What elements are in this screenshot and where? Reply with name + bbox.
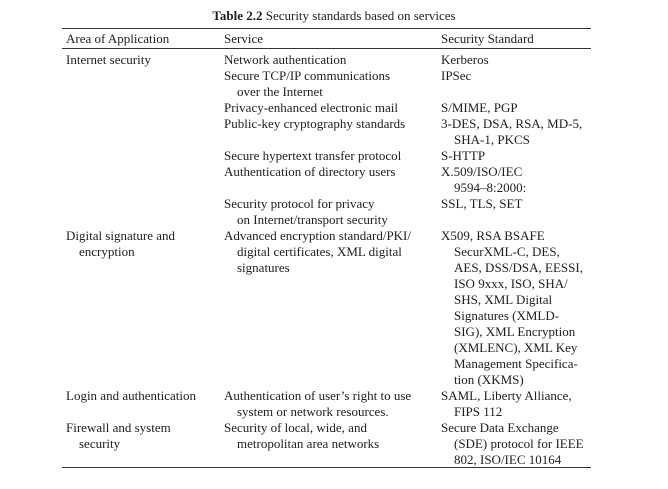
standard-cell-line: Kerberos <box>441 52 489 67</box>
table-number: Table 2.2 <box>212 8 263 23</box>
area-cell-line: Digital signature and <box>66 228 176 243</box>
standard-cell-line: (XMLENC), XML Key <box>454 340 578 355</box>
standard-cell-line: (SDE) protocol for IEEE <box>454 436 584 451</box>
service-cell-line: Authentication of user’s right to use <box>224 388 412 403</box>
standard-cell-line: Secure Data Exchange <box>441 420 559 435</box>
standard-cell-line: SAML, Liberty Alliance, <box>441 388 572 403</box>
standard-cell-line: 802, ISO/IEC 10164 <box>454 452 562 467</box>
service-cell-line: Network authentication <box>224 52 347 67</box>
standard-cell-line: 3-DES, DSA, RSA, MD-5, <box>441 116 583 131</box>
standard-cell-line: SHA-1, PKCS <box>454 132 530 147</box>
standard-cell-line: SHS, XML Digital <box>454 292 553 307</box>
service-cell-line: Secure TCP/IP communications <box>224 68 391 83</box>
standard-cell-line: SSL, TLS, SET <box>441 196 523 211</box>
service-cell-line: digital certificates, XML digital <box>237 244 402 259</box>
service-cell-line: Public-key cryptography standards <box>224 116 406 131</box>
area-cell-line: encryption <box>79 244 135 259</box>
standard-cell-line: S/MIME, PGP <box>441 100 518 115</box>
service-cell-line: Advanced encryption standard/PKI/ <box>224 228 412 243</box>
area-cell-line: Internet security <box>66 52 151 67</box>
table-top-rule <box>62 28 591 29</box>
standard-cell-line: S-HTTP <box>441 148 486 163</box>
standard-cell-line: SecurXML-C, DES, <box>454 244 560 259</box>
service-cell-line: Secure hypertext transfer protocol <box>224 148 402 163</box>
service-cell-line: signatures <box>237 260 290 275</box>
header-area-of-application: Area of Application <box>66 31 170 46</box>
area-cell-line: Firewall and system <box>66 420 171 435</box>
service-cell-line: Security protocol for privacy <box>224 196 375 211</box>
header-security-standard: Security Standard <box>441 31 534 46</box>
standard-cell-line: IPSec <box>441 68 472 83</box>
standard-cell-line: ISO 9xxx, ISO, SHA/ <box>454 276 568 291</box>
standard-cell-line: tion (XKMS) <box>454 372 524 387</box>
standard-cell-line: Management Specifica- <box>454 356 578 371</box>
service-cell-line: system or network resources. <box>237 404 389 419</box>
area-cell-line: Login and authentication <box>66 388 196 403</box>
service-cell-line: Authentication of directory users <box>224 164 396 179</box>
service-cell-line: Security of local, wide, and <box>224 420 367 435</box>
standard-cell-line: X.509/ISO/IEC <box>441 164 523 179</box>
standard-cell-line: X509, RSA BSAFE <box>441 228 545 243</box>
area-cell-line: security <box>79 436 121 451</box>
table-bottom-rule <box>62 467 591 468</box>
standard-cell-line: Signatures (XMLD- <box>454 308 560 323</box>
service-cell-line: metropolitan area networks <box>237 436 380 451</box>
standard-cell-line: FIPS 112 <box>454 404 503 419</box>
table-title: Security standards based on services <box>265 8 456 23</box>
service-cell-line: Privacy-enhanced electronic mail <box>224 100 398 115</box>
header-service: Service <box>224 31 263 46</box>
header-rule <box>62 48 591 49</box>
service-cell-line: on Internet/transport security <box>237 212 388 227</box>
service-cell-line: over the Internet <box>237 84 323 99</box>
standard-cell-line: 9594–8:2000: <box>454 180 527 195</box>
table-caption: Table 2.2 Security standards based on se… <box>0 7 668 25</box>
standard-cell-line: SIG), XML Encryption <box>454 324 576 339</box>
standard-cell-line: AES, DSS/DSA, EESSI, <box>454 260 583 275</box>
